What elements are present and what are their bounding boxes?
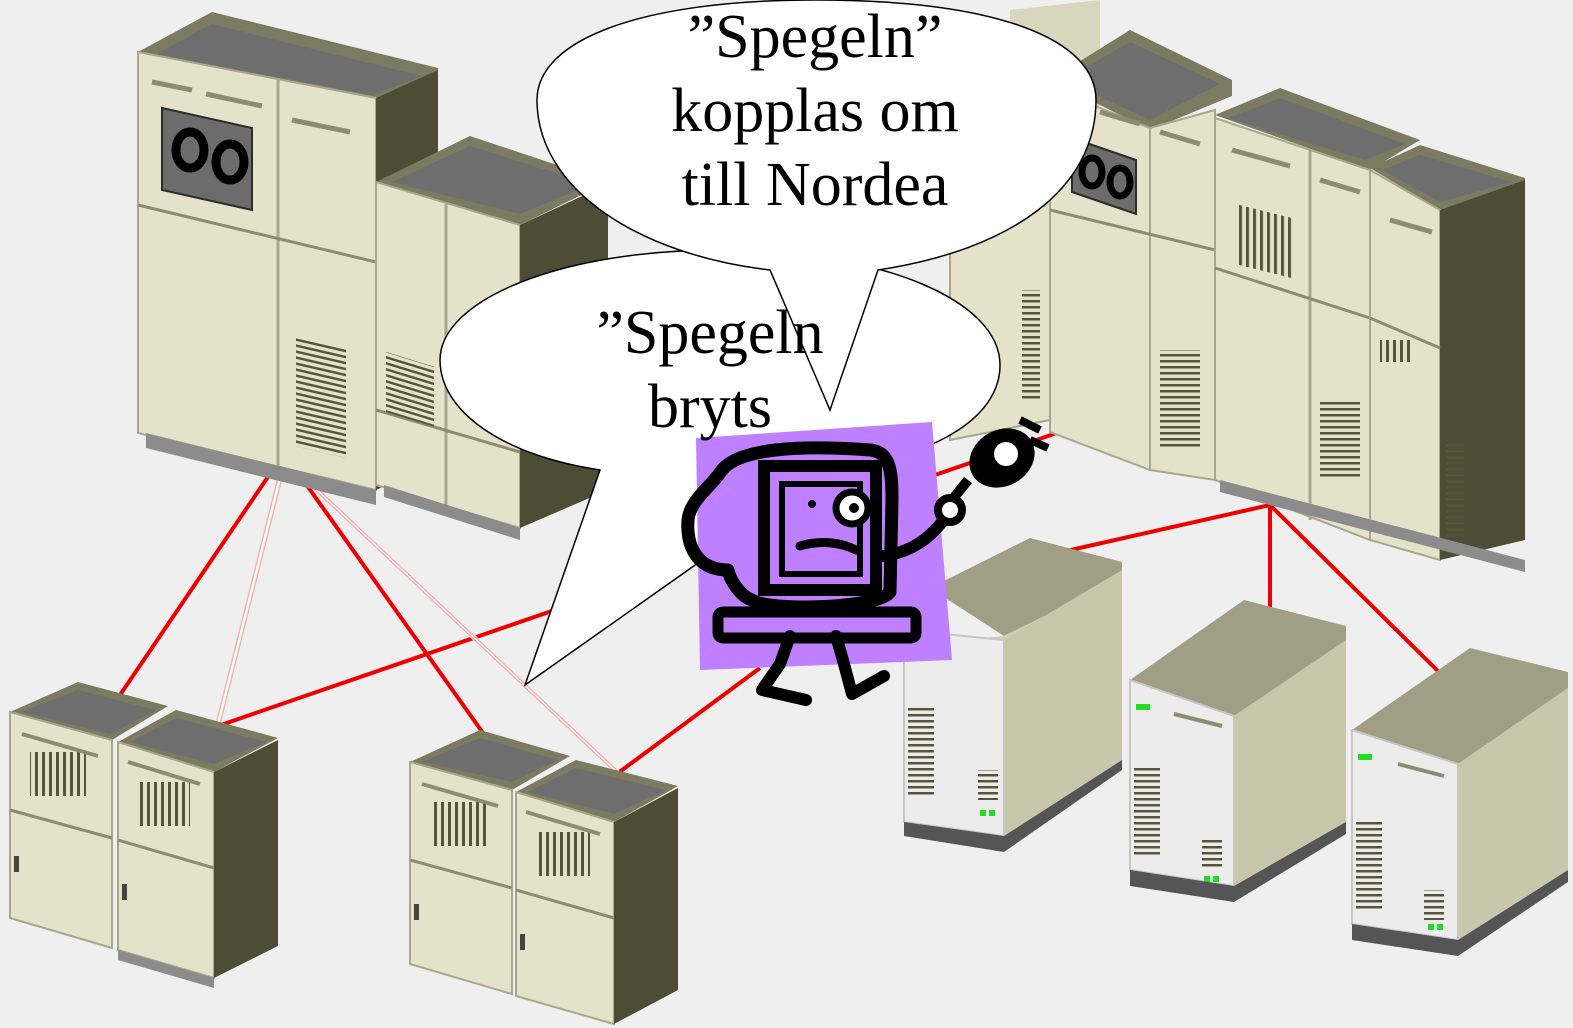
unplugged-computer-mascot-icon — [681, 416, 1050, 706]
broken-links — [215, 465, 620, 775]
server-pair-left-icon — [9, 682, 278, 988]
server-pair-middle-icon — [409, 730, 678, 1026]
mainframe-right-icon — [949, 0, 1525, 572]
link-mainframe-a-to-server-3 — [294, 468, 490, 742]
link-mascot-to-server-4 — [612, 666, 762, 778]
tower-server-1-icon — [903, 538, 1122, 852]
link-mainframe-b-to-tower-3 — [1268, 503, 1447, 680]
broken-link-mirror-1 — [215, 465, 286, 725]
broken-link-mirror-2 — [298, 472, 620, 775]
tower-server-2-icon — [1129, 600, 1346, 902]
link-mainframe-b-to-tower-1 — [1061, 503, 1271, 554]
speech-bubble-main — [536, 0, 1097, 413]
tower-server-3-icon — [1351, 648, 1568, 956]
link-mainframe-a-to-server-1 — [118, 460, 280, 697]
